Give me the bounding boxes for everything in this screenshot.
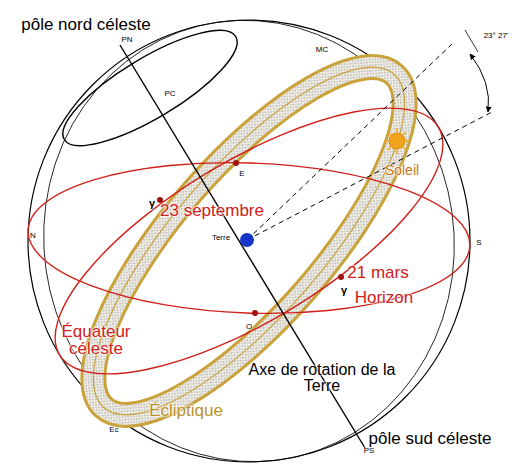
point-letter: Ec <box>109 426 118 434</box>
angle-arc <box>470 54 489 112</box>
ecliptic-band <box>47 25 450 457</box>
point-letter: γ <box>341 285 347 296</box>
equinox-point <box>338 274 344 280</box>
point-letter: PC <box>164 90 175 98</box>
meridian-circle <box>15 0 483 467</box>
point-letter: PS <box>364 447 375 455</box>
horizon-circle <box>26 155 473 320</box>
point-letter: O <box>246 323 252 331</box>
equator-circle <box>18 59 479 424</box>
ecliptic-line <box>47 25 450 457</box>
diagram-label: pôle nord céleste <box>21 16 151 33</box>
diagram-label: Équateur céleste <box>46 323 146 357</box>
point-letter: MC <box>316 46 328 54</box>
diagram-label: Horizon <box>355 289 414 306</box>
point-letter: γ <box>149 198 155 209</box>
point-letter: N <box>30 232 36 240</box>
diagram-label: 21 mars <box>347 264 408 281</box>
point-letter: Terre <box>212 234 230 242</box>
diagram-label: Axe de rotation de la Terre <box>247 362 397 394</box>
ecliptic-band-edge <box>47 25 450 457</box>
diagram-label: Soleil <box>385 163 419 177</box>
point-letter: S <box>476 239 481 247</box>
diagram-label: Écliptique <box>149 402 223 419</box>
equinox-point <box>233 160 239 166</box>
point-letter: 23° 27' <box>484 32 509 40</box>
dashed-line <box>247 44 452 240</box>
diagram-label: 23 septembre <box>160 202 264 219</box>
sphere-outline <box>28 20 470 462</box>
sun-symbol <box>384 128 410 154</box>
equinox-point <box>252 310 258 316</box>
earth-dot <box>240 233 254 247</box>
angle-tick <box>465 30 478 52</box>
polar-circle <box>49 11 251 165</box>
diagram-label: pôle sud céleste <box>369 430 492 447</box>
point-letter: PN <box>121 36 132 44</box>
dashed-line <box>247 112 492 240</box>
point-letter: E <box>239 170 244 178</box>
